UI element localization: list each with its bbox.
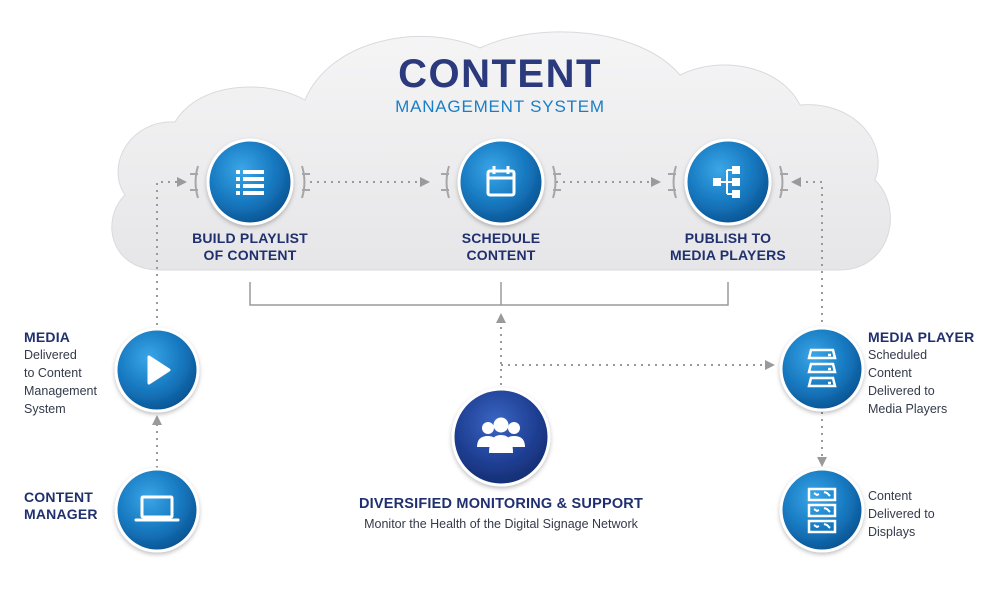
calendar-icon: [486, 166, 516, 197]
media-label: MEDIA Delivered to Content Management Sy…: [24, 329, 119, 418]
play-icon: [147, 355, 171, 385]
media-player-line: Media Players: [868, 402, 948, 416]
content-manager-label: CONTENT MANAGER: [24, 489, 119, 523]
list-icon: [236, 170, 264, 195]
media-heading: MEDIA: [24, 329, 71, 345]
network-icon: [713, 166, 740, 198]
title-main: CONTENT: [398, 52, 602, 96]
server-stack-icon: [807, 348, 837, 388]
media-node: [114, 327, 200, 413]
step-label-line: CONTENT: [466, 247, 536, 263]
step-publish: [668, 138, 788, 226]
step-build-playlist: [190, 138, 310, 226]
arrow-mediaplayer-step3-link: [791, 177, 823, 322]
title-subtitle: MANAGEMENT SYSTEM: [395, 97, 605, 116]
displays-line: Displays: [868, 525, 916, 539]
steps-bracket: [249, 282, 729, 306]
monitoring-heading: DIVERSIFIED MONITORING & SUPPORT: [358, 496, 644, 512]
display-map-icon: [807, 487, 837, 534]
media-line: to Content: [24, 366, 82, 380]
media-player-node: [779, 326, 865, 412]
displays-node: [779, 467, 865, 553]
content-manager-heading-line: MANAGER: [24, 506, 98, 522]
step-label-line: MEDIA PLAYERS: [670, 247, 786, 263]
displays-line: Delivered to: [868, 507, 935, 521]
monitoring-node: [451, 387, 551, 487]
step-label-publish: PUBLISH TO MEDIA PLAYERS: [653, 230, 803, 264]
media-player-label: MEDIA PLAYER Scheduled Content Delivered…: [868, 329, 996, 418]
media-player-line: Scheduled: [868, 348, 928, 362]
content-manager-node: [114, 467, 200, 553]
media-line: System: [24, 402, 66, 416]
step-label-schedule: SCHEDULE CONTENT: [426, 230, 576, 264]
step-label-line: SCHEDULE: [461, 230, 541, 246]
step-label-line: OF CONTENT: [203, 247, 297, 263]
step-label-build-playlist: BUILD PLAYLIST OF CONTENT: [175, 230, 325, 264]
content-manager-heading-line: CONTENT: [24, 489, 94, 505]
step-label-line: BUILD PLAYLIST: [192, 230, 308, 246]
connectors: [152, 177, 827, 468]
step-label-line: PUBLISH TO: [684, 230, 772, 246]
step-schedule: [441, 138, 561, 226]
media-player-line: Delivered to: [868, 384, 935, 398]
monitoring-label: DIVERSIFIED MONITORING & SUPPORT Monitor…: [300, 496, 702, 533]
people-icon: [477, 417, 525, 453]
media-line: Delivered: [24, 348, 77, 362]
media-player-heading: MEDIA PLAYER: [868, 329, 975, 345]
displays-label: Content Delivered to Displays: [868, 487, 988, 541]
media-player-line: Content: [868, 366, 912, 380]
monitoring-subtitle: Monitor the Health of the Digital Signag…: [364, 517, 638, 531]
laptop-icon: [134, 495, 180, 522]
displays-line: Content: [868, 489, 912, 503]
media-line: Management: [24, 384, 97, 398]
